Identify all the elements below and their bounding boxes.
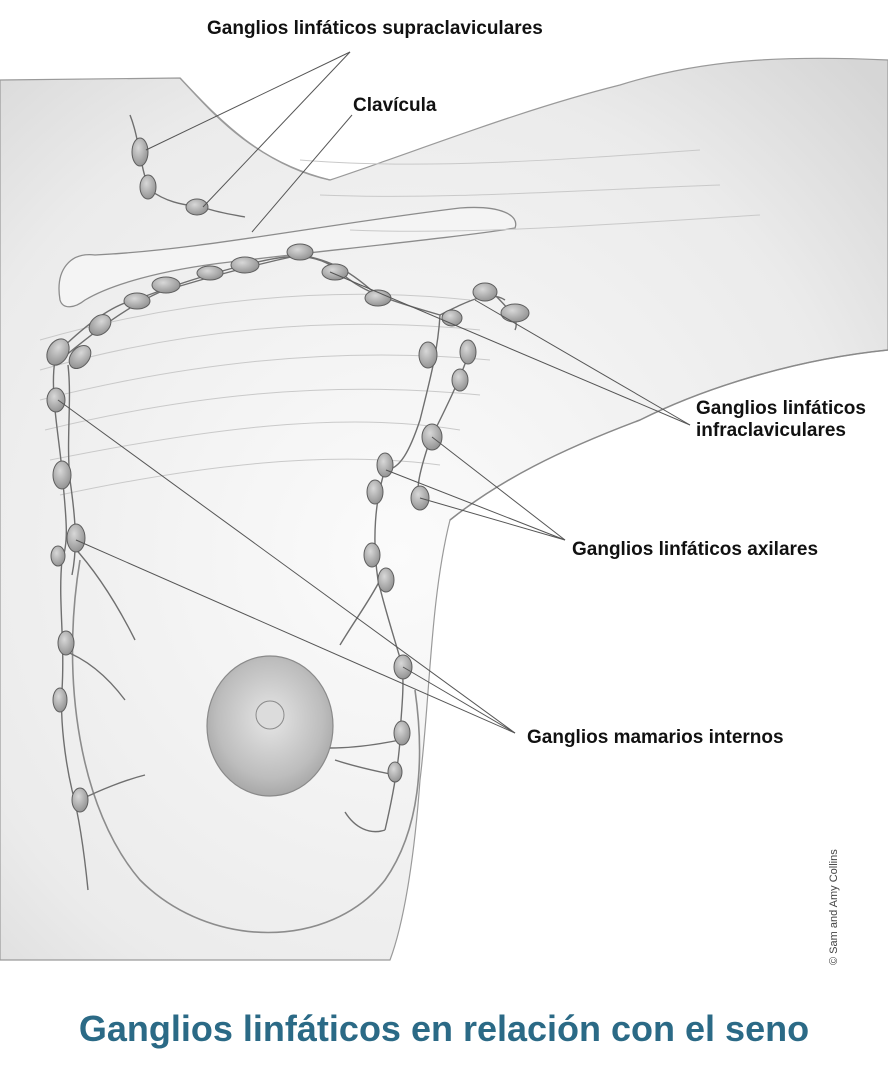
lymph-nodes	[46, 137, 530, 813]
torso-silhouette	[0, 57, 888, 961]
breast-contour	[71, 559, 421, 934]
label-internal-mammary-nodes: Ganglios mamarios internos	[527, 727, 784, 748]
leader-lines	[57, 51, 691, 734]
neck-line	[179, 77, 331, 181]
label-supraclavicular-nodes: Ganglios linfáticos supraclaviculares	[207, 18, 543, 39]
label-clavicle: Clavícula	[353, 95, 437, 116]
arm-edge	[449, 349, 888, 521]
breast-lymph-node-illustration	[0, 51, 888, 961]
label-infraclavicular-nodes: Ganglios linfáticos infraclaviculares	[696, 398, 866, 441]
figure-title: Ganglios linfáticos en relación con el s…	[78, 1008, 810, 1049]
clavicle-bone	[58, 206, 517, 308]
copyright-credit: © Sam and Amy Collins	[828, 849, 840, 965]
nipple	[255, 700, 285, 730]
label-axillary-nodes: Ganglios linfáticos axilares	[572, 539, 819, 560]
